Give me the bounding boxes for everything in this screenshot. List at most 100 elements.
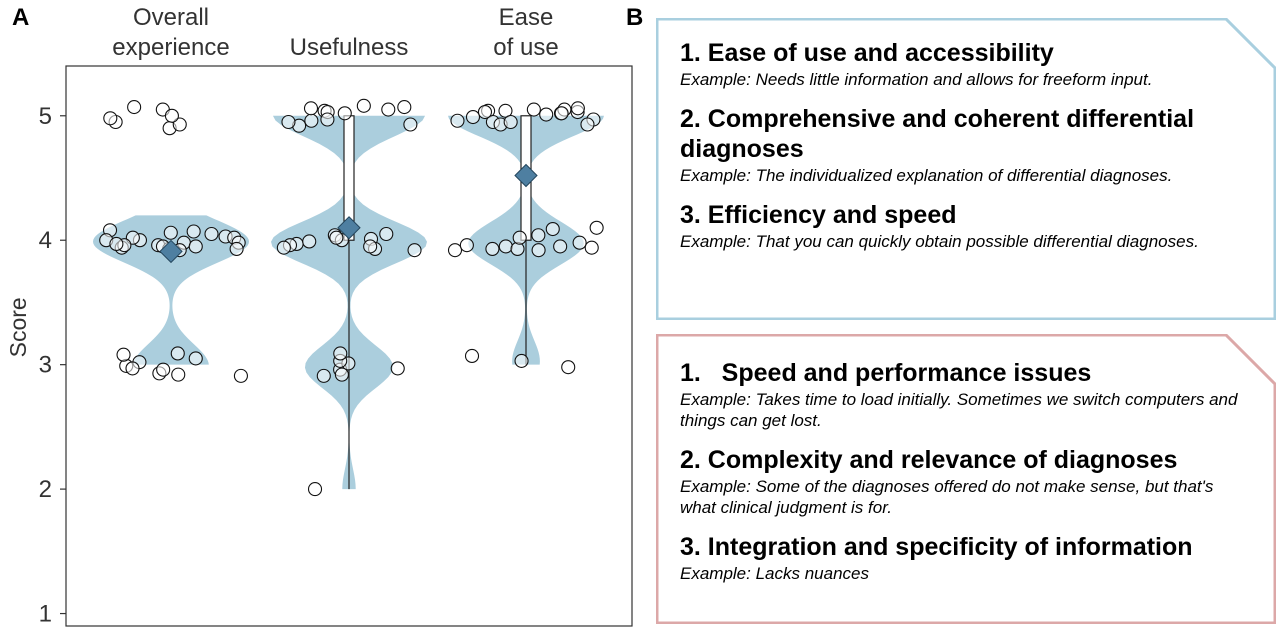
category-label: of use [493,34,558,61]
data-point [281,114,296,130]
positive-item-example: Example: That you can quickly obtain pos… [680,232,1199,251]
positive-item: 2. Comprehensive and coherent differenti… [680,104,1252,186]
category-label: Ease [499,4,554,31]
data-point [514,353,529,368]
data-point [329,230,344,245]
data-point [172,117,187,132]
mean-marker [337,216,361,240]
data-point [503,114,518,130]
positive-item-example: Example: The individualized explanation … [680,166,1173,185]
data-point [188,351,203,366]
negative-feedback-box: 1. Speed and performance issues Example:… [656,334,1276,624]
category-label: Overall [133,4,209,31]
data-point [307,482,323,497]
positive-feedback-box: 1. Ease of use and accessibility Example… [656,18,1276,320]
data-point [186,224,201,239]
y-tick-label: 3 [39,352,52,379]
data-point [580,117,595,132]
positive-item-example: Example: Needs little information and al… [680,70,1153,89]
negative-items: 1. Speed and performance issues Example:… [680,358,1252,598]
negative-box-frame [656,334,1276,624]
positive-item-title: 3. Efficiency and speed [680,201,957,229]
panel-a-label: A [12,4,30,31]
data-point [450,113,465,128]
data-point [188,239,203,254]
data-point [302,234,317,249]
negative-item-example: Example: Lacks nuances [680,564,869,583]
data-point [447,243,463,258]
y-tick-label: 1 [39,601,52,628]
data-point [589,220,604,235]
negative-item: 1. Speed and performance issues Example:… [680,358,1252,431]
data-point [163,225,178,240]
data-point [316,368,331,383]
panel-b-label: B [626,4,644,31]
data-point [233,368,248,383]
negative-item-title: 3. Integration and specificity of inform… [680,533,1193,561]
data-point [526,102,541,117]
data-point [127,100,142,115]
data-point [572,235,587,250]
mean-marker [514,163,538,188]
negative-item-title: 1. Speed and performance issues [680,359,1092,387]
negative-item-title: 2. Complexity and relevance of diagnoses [680,446,1178,474]
data-point [381,102,396,117]
data-point [320,112,335,127]
mean-marker [159,239,183,264]
data-point [531,243,546,258]
data-point [379,226,394,242]
data-point [103,111,118,126]
plot-frame [65,65,633,627]
data-point [109,236,124,252]
positive-item-title: 2. Comprehensive and coherent differenti… [680,105,1195,163]
positive-items: 1. Ease of use and accessibility Example… [680,38,1252,266]
category-label: experience [112,34,229,61]
data-point [512,230,527,245]
data-point [403,117,418,132]
data-point [334,367,349,382]
data-point [545,221,560,237]
data-point [204,226,219,242]
data-point [397,100,412,115]
data-point [229,241,244,256]
data-point [561,360,576,375]
data-point [407,243,422,258]
data-point [337,106,352,121]
negative-item-example: Example: Some of the diagnoses offered d… [680,477,1214,517]
negative-item-example: Example: Takes time to load initially. S… [680,390,1238,430]
data-point [477,104,493,120]
data-point [363,239,378,254]
data-point [116,347,131,362]
data-point [465,109,481,125]
data-point [170,346,185,361]
data-point [553,239,568,254]
data-point [164,108,179,123]
data-point [276,240,291,255]
data-point [485,241,500,256]
data-point [156,362,171,377]
data-point [390,361,405,376]
data-point [539,107,554,122]
data-point [498,239,513,254]
y-tick-label: 4 [39,227,52,254]
y-axis-label: Score [5,297,31,357]
positive-item: 3. Efficiency and speed Example: That yo… [680,200,1252,252]
data-point [531,228,546,243]
data-point [464,348,480,364]
y-tick-label: 5 [39,103,52,130]
positive-box-frame [656,18,1276,320]
data-point [125,361,140,376]
data-point [356,98,371,113]
data-point [171,367,186,382]
positive-item-title: 1. Ease of use and accessibility [680,39,1054,67]
data-point [570,101,585,116]
category-label: Usefulness [290,34,409,61]
violin-shape [93,215,249,365]
data-point [303,101,319,116]
y-tick-label: 2 [39,476,52,503]
negative-item: 2. Complexity and relevance of diagnoses… [680,445,1252,518]
data-point [584,240,599,255]
positive-item: 1. Ease of use and accessibility Example… [680,38,1252,90]
data-point [304,113,319,128]
